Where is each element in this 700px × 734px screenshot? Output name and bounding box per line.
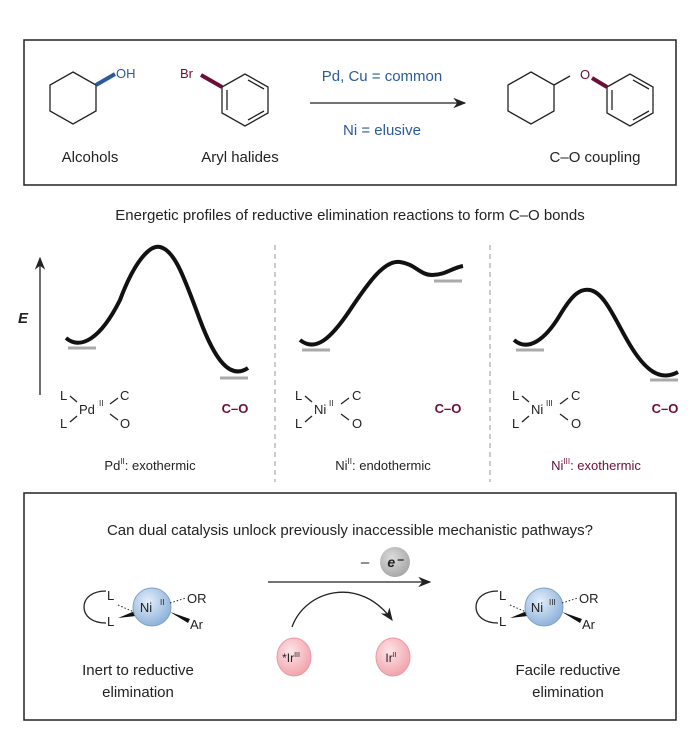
profile-pd-ii (64, 244, 250, 380)
svg-text:L: L (499, 588, 506, 603)
dual-catalysis-panel: Can dual catalysis unlock previously ina… (23, 492, 677, 721)
label-co-coupling: C–O coupling (550, 149, 641, 166)
label-alcohols: Alcohols (62, 149, 119, 166)
svg-text:OR: OR (579, 591, 599, 606)
electron-label: e⁻ (387, 554, 404, 570)
question-text: Can dual catalysis unlock previously ina… (107, 522, 593, 539)
aryl-ether-structure: O (507, 67, 654, 127)
ni-sphere (132, 587, 172, 627)
svg-text:L: L (512, 416, 519, 431)
svg-text:L: L (499, 614, 506, 629)
svg-text:L: L (295, 388, 302, 403)
br-label: Br (180, 66, 194, 81)
o-label: O (580, 67, 590, 82)
ir-iii-label: *IrIII (282, 651, 300, 665)
svg-text:L: L (60, 416, 67, 431)
condition-elusive: Ni = elusive (343, 122, 421, 139)
caption-ni-iii: NiIII: exothermic (551, 457, 641, 473)
profile-ni-iii (512, 287, 679, 382)
label-aryl-halides: Aryl halides (201, 149, 279, 166)
svg-text:C: C (120, 388, 129, 403)
svg-text:O: O (120, 416, 130, 431)
energy-title: Energetic profiles of reductive eliminat… (115, 207, 584, 224)
minus-sign: – (361, 554, 370, 571)
ni-sphere (524, 587, 564, 627)
svg-text:II: II (99, 399, 103, 408)
svg-text:L: L (107, 588, 114, 603)
ni-iii-complex: L L Ni III OR Ar (475, 587, 599, 632)
svg-text:L: L (512, 388, 519, 403)
caption-facile-2: elimination (532, 684, 604, 701)
product-co: C–O (652, 401, 679, 416)
bromobenzene-structure: Br (180, 66, 269, 127)
svg-text:II: II (329, 399, 333, 408)
svg-text:Ni: Ni (314, 402, 326, 417)
svg-text:II: II (160, 598, 164, 607)
svg-text:OR: OR (187, 591, 207, 606)
complex-pd-ii: LL Pd II CO (60, 388, 130, 431)
svg-text:O: O (352, 416, 362, 431)
caption-facile: Facile reductive (515, 662, 620, 679)
ir-ii-sphere (375, 637, 411, 677)
svg-text:L: L (295, 416, 302, 431)
svg-text:Ni: Ni (531, 600, 543, 615)
condition-common: Pd, Cu = common (322, 68, 442, 85)
profile-ni-ii (298, 259, 464, 352)
svg-text:Ni: Ni (140, 600, 152, 615)
svg-text:III: III (546, 399, 553, 408)
caption-pd-ii: PdII: exothermic (104, 457, 196, 473)
svg-text:III: III (549, 598, 556, 607)
caption-inert: Inert to reductive (82, 662, 194, 679)
electron-transfer-arrow (291, 591, 393, 628)
svg-text:L: L (60, 388, 67, 403)
product-co: C–O (435, 401, 462, 416)
panel-border (23, 492, 677, 721)
svg-text:O: O (571, 416, 581, 431)
svg-text:Pd: Pd (79, 402, 95, 417)
energy-axis-label: E (18, 310, 29, 327)
ir-iii-excited-sphere (276, 637, 312, 677)
svg-text:Ar: Ar (190, 617, 204, 632)
svg-text:L: L (107, 614, 114, 629)
product-co: C–O (222, 401, 249, 416)
svg-text:C: C (571, 388, 580, 403)
cyclohexanol-structure: OH (49, 66, 136, 125)
ni-ii-complex: L L Ni II OR Ar (83, 587, 207, 632)
oh-label: OH (116, 66, 136, 81)
svg-text:Ni: Ni (531, 402, 543, 417)
reaction-panel: OH Br Pd, Cu = common Ni = elusive O Alc… (23, 39, 677, 186)
caption-inert-2: elimination (102, 684, 174, 701)
electron-sphere (380, 547, 410, 577)
svg-text:C: C (352, 388, 361, 403)
svg-text:Ar: Ar (582, 617, 596, 632)
panel-border (23, 39, 677, 186)
ir-ii-label: IrII (385, 651, 396, 665)
caption-ni-ii: NiII: endothermic (335, 457, 431, 473)
